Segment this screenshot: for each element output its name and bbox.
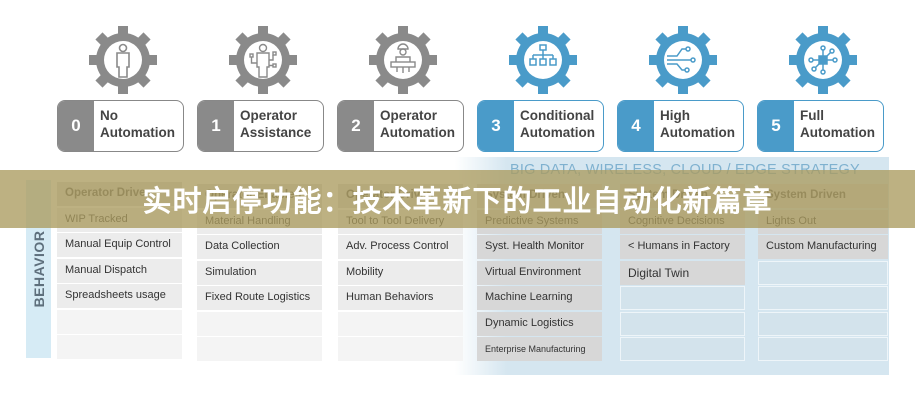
- level-number: 1: [198, 101, 234, 151]
- circuit-icon: [649, 26, 717, 94]
- behavior-cell-empty: [620, 337, 745, 361]
- behavior-cell-empty: [758, 260, 888, 285]
- behavior-cell-empty: [197, 311, 322, 336]
- behavior-cell: Custom Manufacturing: [758, 235, 888, 259]
- behavior-cell: Virtual Environment: [477, 260, 602, 285]
- behavior-cell: < Humans in Factory: [620, 235, 745, 259]
- behavior-cell: Fixed Route Logistics: [197, 286, 322, 310]
- behavior-cell: Human Behaviors: [338, 286, 463, 310]
- behavior-cell-empty: [197, 337, 322, 361]
- banner-title: 实时启停功能：技术革新下的工业自动化新篇章: [142, 184, 773, 218]
- behavior-cell: Manual Equip Control: [57, 233, 182, 257]
- behavior-cell: Digital Twin: [620, 260, 745, 285]
- person-icon: [89, 26, 157, 94]
- behavior-cell: Enterprise Manufacturing: [477, 337, 602, 361]
- behavior-cell: Machine Learning: [477, 286, 602, 310]
- level-number: 2: [338, 101, 374, 151]
- behavior-cell-empty: [758, 337, 888, 361]
- title-banner: [0, 170, 915, 228]
- chip-icon: [789, 26, 857, 94]
- behavior-cell: Simulation: [197, 260, 322, 285]
- behavior-cell-empty: [57, 309, 182, 334]
- behavior-cell: Mobility: [338, 260, 463, 285]
- behavior-cell: Manual Dispatch: [57, 258, 182, 283]
- worker-console-icon: [369, 26, 437, 94]
- behavior-cell-empty: [758, 286, 888, 310]
- behavior-cell: Spreadsheets usage: [57, 284, 182, 308]
- level-number: 0: [58, 101, 94, 151]
- behavior-cell-empty: [758, 311, 888, 336]
- behavior-cell-empty: [620, 311, 745, 336]
- level-number: 4: [618, 101, 654, 151]
- behavior-cell: Adv. Process Control: [338, 235, 463, 259]
- behavior-cell-empty: [338, 311, 463, 336]
- behavior-cell: Dynamic Logistics: [477, 311, 602, 336]
- behavior-cell-empty: [620, 286, 745, 310]
- behavior-cell: Data Collection: [197, 235, 322, 259]
- behavior-label: BEHAVIOR: [30, 230, 47, 308]
- behavior-cell: Syst. Health Monitor: [477, 235, 602, 259]
- behavior-cell-empty: [57, 335, 182, 359]
- hierarchy-icon: [509, 26, 577, 94]
- behavior-cell-empty: [338, 337, 463, 361]
- person-assist-icon: [229, 26, 297, 94]
- level-number: 5: [758, 101, 794, 151]
- level-number: 3: [478, 101, 514, 151]
